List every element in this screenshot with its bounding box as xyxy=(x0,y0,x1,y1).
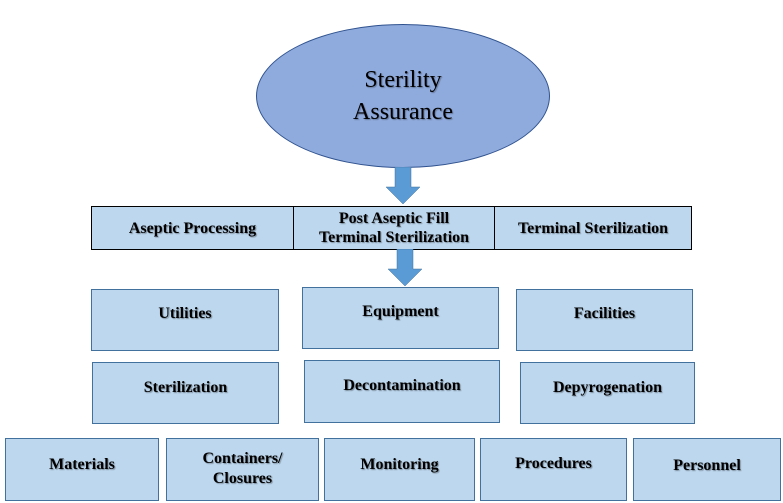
box-depyrogenation: Depyrogenation xyxy=(520,362,695,424)
method-row: Aseptic Processing Post Aseptic Fill Ter… xyxy=(91,206,692,250)
method-terminal-sterilization: Terminal Sterilization xyxy=(517,219,669,237)
box-materials: Materials xyxy=(5,438,159,501)
method-post-aseptic-line1: Post Aseptic Fill xyxy=(338,210,450,227)
box-equipment: Equipment xyxy=(302,287,499,349)
box-utilities: Utilities xyxy=(91,289,279,351)
containers-line2: Closures xyxy=(212,470,273,487)
box-facilities: Facilities xyxy=(516,289,693,351)
box-decontamination: Decontamination xyxy=(304,360,500,423)
box-containers-closures: Containers/ Closures xyxy=(166,438,319,501)
box-sterilization: Sterilization xyxy=(92,362,279,424)
box-procedures: Procedures xyxy=(480,438,627,501)
title-line2: Assurance xyxy=(353,99,453,125)
method-post-aseptic-fill: Post Aseptic Fill Terminal Sterilization xyxy=(294,207,495,249)
down-arrow-icon xyxy=(385,167,421,205)
down-arrow-icon xyxy=(387,249,423,287)
containers-line1: Containers/ xyxy=(202,450,283,467)
method-aseptic-processing: Aseptic Processing xyxy=(92,207,294,249)
title-line1: Sterility xyxy=(364,67,442,93)
box-monitoring: Monitoring xyxy=(324,438,475,501)
method-post-aseptic-line2: Terminal Sterilization xyxy=(318,229,470,246)
box-personnel: Personnel xyxy=(633,438,781,501)
